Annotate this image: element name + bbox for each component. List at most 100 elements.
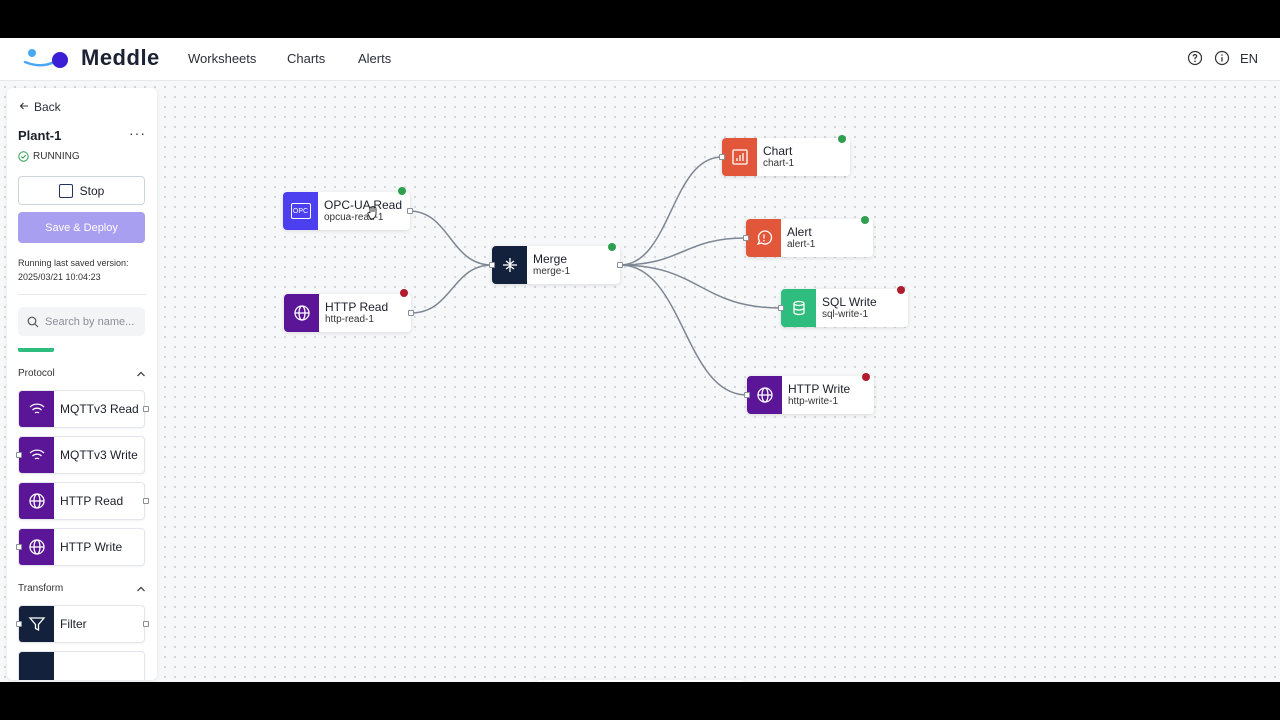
- back-label: Back: [34, 100, 61, 114]
- node-http-read[interactable]: HTTP Read http-read-1: [284, 289, 414, 332]
- nav-alerts[interactable]: Alerts: [358, 51, 392, 66]
- section-label: Protocol: [18, 368, 55, 379]
- palette-item-partial[interactable]: [18, 651, 145, 680]
- status-dot-error: [897, 286, 905, 294]
- flow-title: Plant-1: [18, 128, 62, 143]
- check-circle-icon: [18, 151, 29, 162]
- input-port[interactable]: [719, 154, 725, 160]
- node-sql-write[interactable]: SQL Write sql-write-1: [778, 286, 908, 327]
- chevron-up-icon: [137, 371, 145, 376]
- opc-icon: OPC: [283, 192, 318, 230]
- language-selector[interactable]: EN: [1240, 51, 1259, 66]
- palette-item-mqtt-write[interactable]: MQTTv3 Write: [16, 436, 145, 474]
- output-port: [143, 621, 149, 627]
- output-port[interactable]: [407, 208, 413, 214]
- palette-item-http-write[interactable]: HTTP Write: [16, 528, 145, 566]
- edge-merge-alert: [619, 237, 747, 266]
- status-text: RUNNING: [33, 151, 80, 162]
- node-title: Alert: [787, 225, 812, 239]
- search-icon: [27, 316, 39, 327]
- canvas-toolbar: [535, 680, 746, 682]
- node-http-write[interactable]: HTTP Write http-write-1: [744, 373, 874, 414]
- nav-charts[interactable]: Charts: [287, 51, 326, 66]
- node-title: HTTP Read: [325, 300, 389, 314]
- palette-item-label: Filter: [60, 617, 87, 631]
- arrow-left-icon: [19, 100, 29, 114]
- save-deploy-button[interactable]: Save & Deploy: [18, 212, 145, 243]
- scroll-indicator: [18, 348, 54, 352]
- node-id: http-read-1: [325, 314, 374, 325]
- status-dot-ok: [861, 216, 869, 224]
- globe-icon: [19, 483, 54, 519]
- wifi-icon: [19, 437, 54, 473]
- palette-item-label: HTTP Read: [60, 494, 124, 508]
- node-id: opcua-read-1: [324, 212, 384, 223]
- edge-httpread-merge: [410, 264, 493, 314]
- saved-version-label: Running last saved version:: [18, 258, 129, 268]
- output-port: [143, 498, 149, 504]
- node-id: sql-write-1: [822, 309, 869, 320]
- globe-icon: [19, 529, 54, 565]
- section-label: Transform: [18, 583, 64, 594]
- output-port[interactable]: [617, 262, 623, 268]
- chevron-up-icon: [137, 586, 145, 591]
- palette-item-http-read[interactable]: HTTP Read: [18, 482, 149, 520]
- node-id: alert-1: [787, 239, 816, 250]
- flow-sidebar: Back Plant-1 ··· RUNNING Stop Save & Dep…: [7, 88, 157, 680]
- input-port[interactable]: [778, 305, 784, 311]
- input-port: [16, 621, 22, 627]
- node-id: chart-1: [763, 158, 795, 169]
- more-options-icon[interactable]: ···: [129, 125, 146, 141]
- brand-name: Meddle: [81, 45, 160, 70]
- palette-item-label: MQTTv3 Read: [60, 402, 139, 416]
- node-alert[interactable]: Alert alert-1: [743, 216, 873, 257]
- section-transform[interactable]: Transform: [18, 583, 146, 594]
- palette-item-label: HTTP Write: [60, 540, 123, 554]
- help-icon[interactable]: [1187, 50, 1203, 66]
- output-port: [143, 406, 149, 412]
- globe-icon: [284, 294, 319, 332]
- node-merge[interactable]: Merge merge-1: [489, 243, 623, 284]
- edge-merge-chart: [619, 156, 723, 266]
- output-port[interactable]: [408, 310, 414, 316]
- input-port[interactable]: [744, 392, 750, 398]
- node-id: merge-1: [533, 266, 571, 277]
- app-window: Meddle Worksheets Charts Alerts EN: [0, 38, 1280, 682]
- input-port: [16, 452, 22, 458]
- palette-item-filter[interactable]: Filter: [16, 605, 149, 643]
- back-link[interactable]: Back: [19, 100, 61, 114]
- stop-button[interactable]: Stop: [18, 176, 145, 205]
- divider: [18, 294, 146, 295]
- edge-merge-sql: [619, 264, 782, 309]
- node-title: HTTP Write: [788, 382, 851, 396]
- status-dot-ok: [398, 187, 406, 195]
- status-dot-error: [862, 373, 870, 381]
- node-id: http-write-1: [788, 396, 839, 407]
- database-icon: [781, 289, 816, 327]
- globe-icon: [747, 376, 782, 414]
- info-icon[interactable]: [1214, 50, 1230, 66]
- alert-icon: [746, 219, 781, 257]
- search-input[interactable]: Search by name...: [18, 307, 145, 336]
- flow-canvas[interactable]: OPC OPC-UA Read opcua-read-1 HTTP Read h…: [0, 82, 1280, 682]
- status-dot-ok: [608, 243, 616, 251]
- nav-worksheets[interactable]: Worksheets: [188, 51, 257, 66]
- opc-icon-label: OPC: [290, 203, 311, 219]
- node-title: Merge: [533, 252, 568, 266]
- transform-icon: [19, 652, 54, 680]
- palette-item-mqtt-read[interactable]: MQTTv3 Read: [18, 390, 149, 428]
- node-title: Chart: [763, 144, 793, 158]
- status-badge: RUNNING: [18, 151, 80, 162]
- search-placeholder: Search by name...: [45, 315, 135, 328]
- node-opcua-read[interactable]: OPC OPC-UA Read opcua-read-1: [283, 187, 413, 230]
- filter-icon: [19, 606, 54, 642]
- node-chart[interactable]: Chart chart-1: [719, 135, 850, 176]
- status-dot-error: [400, 289, 408, 297]
- node-title: OPC-UA Read: [324, 198, 403, 212]
- stop-icon: [58, 183, 73, 198]
- input-port[interactable]: [489, 262, 495, 268]
- saved-version-info: Running last saved version: 2025/03/21 1…: [18, 256, 129, 284]
- input-port[interactable]: [743, 235, 749, 241]
- hand-cursor-icon: [367, 206, 377, 220]
- section-protocol[interactable]: Protocol: [18, 368, 146, 379]
